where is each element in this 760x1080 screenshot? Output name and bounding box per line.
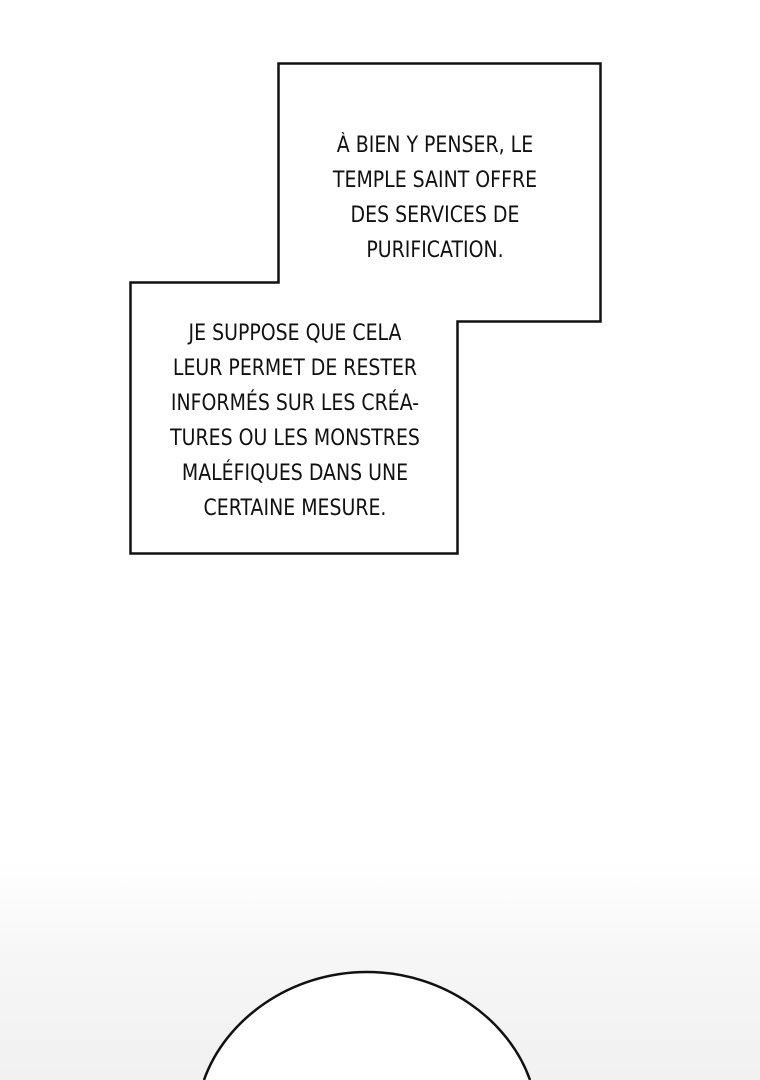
caption-bottom-line-3: INFORMÉS SUR LES CRÉA- (170, 391, 420, 416)
caption-text-bottom: JE SUPPOSE QUE CELA LEUR PERMET DE RESTE… (153, 316, 437, 526)
speech-bubble-outline (202, 970, 532, 1080)
caption-bottom-line-1: JE SUPPOSE QUE CELA (188, 321, 402, 346)
caption-text-top: À BIEN Y PENSER, LE TEMPLE SAINT OFFRE D… (310, 128, 559, 268)
caption-top-line-3: DES SERVICES DE (350, 203, 520, 228)
caption-top-line-4: PURIFICATION. (366, 238, 504, 263)
caption-top-line-2: TEMPLE SAINT OFFRE (332, 168, 538, 193)
caption-bottom-line-6: CERTAINE MESURE. (203, 496, 387, 521)
caption-bottom-line-2: LEUR PERMET DE RESTER (172, 356, 418, 381)
merged-caption-frame (129, 62, 602, 555)
caption-top-line-1: À BIEN Y PENSER, LE (336, 133, 534, 158)
caption-bottom-line-4: TURES OU LES MONSTRES (170, 426, 420, 451)
caption-bottom-line-5: MALÉFIQUES DANS UNE (181, 461, 409, 486)
